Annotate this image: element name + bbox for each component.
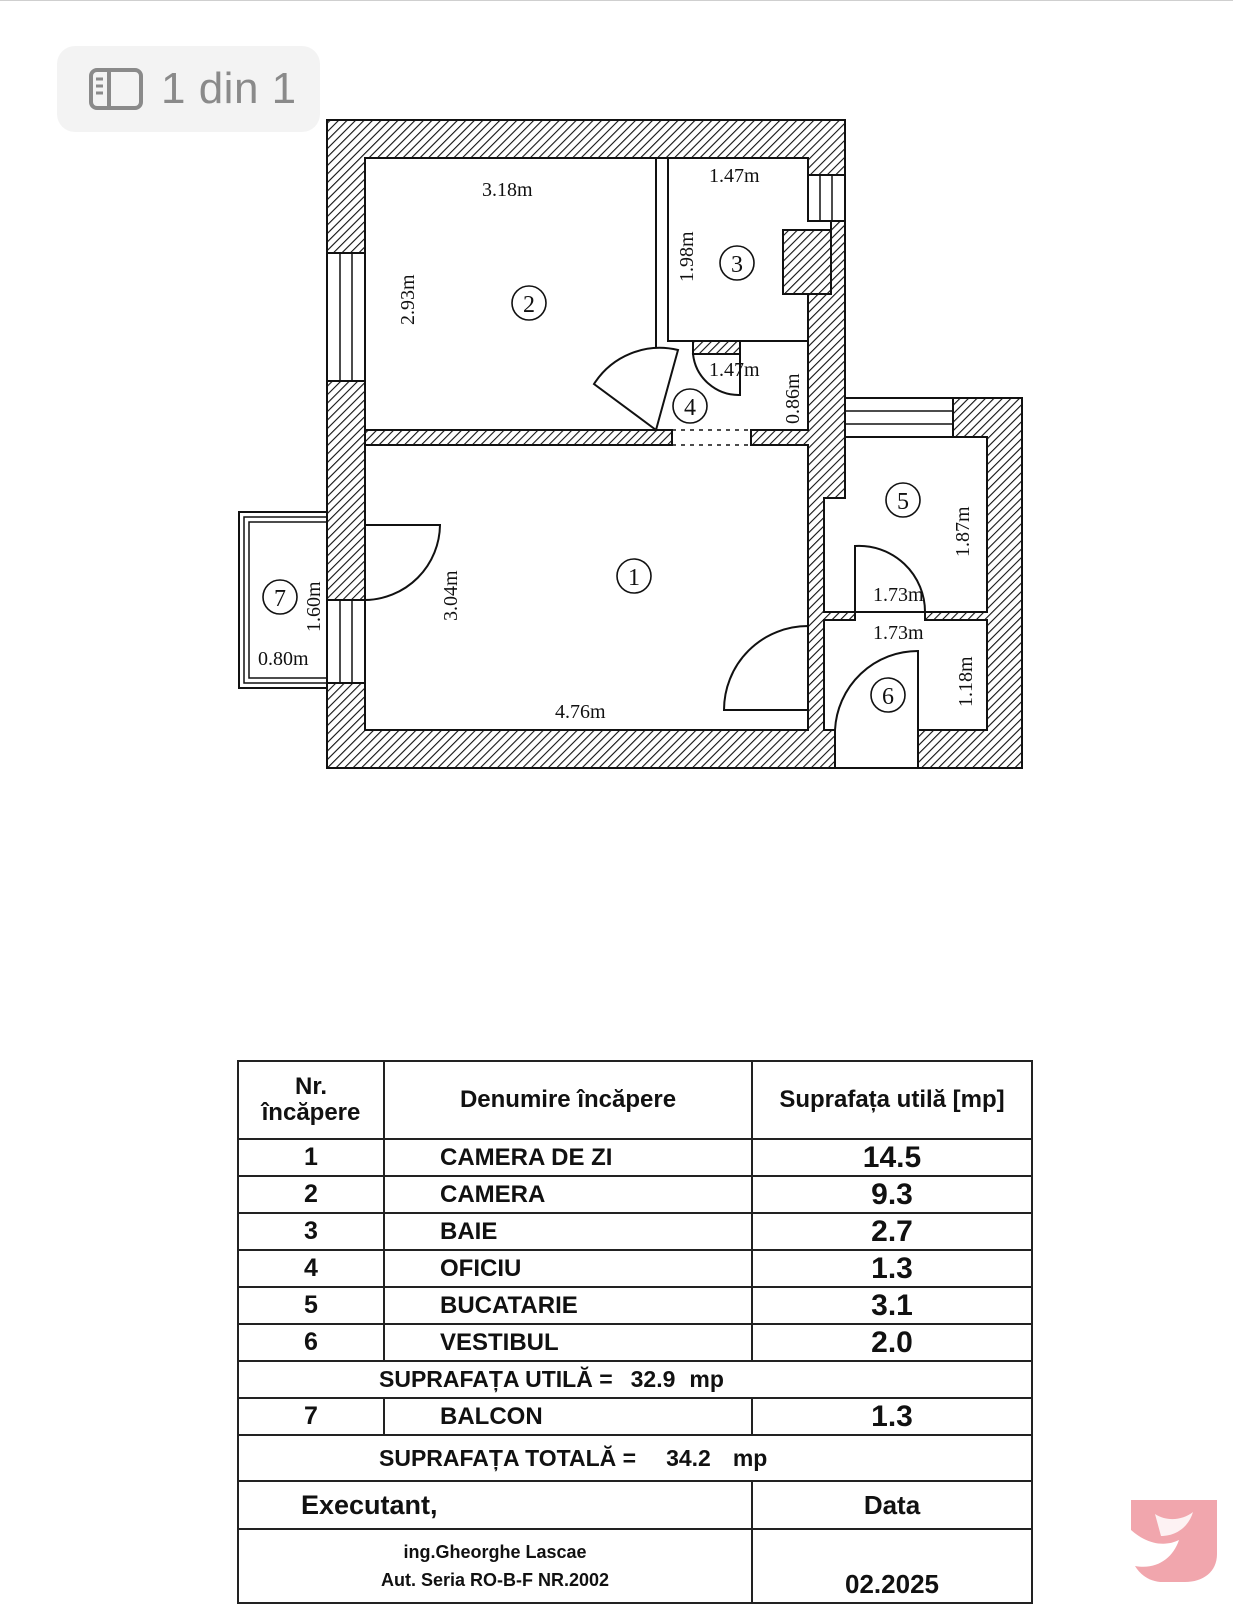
table-row: 5 BUCATARIE 3.1: [237, 1286, 1033, 1325]
room-number-6: 6: [882, 684, 894, 710]
page-indicator-label: 1 din 1: [161, 64, 297, 113]
useful-total-row: SUPRAFAȚA UTILĂ = 32.9 mp: [237, 1360, 1033, 1399]
page-indicator[interactable]: 1 din 1: [57, 46, 320, 132]
executant-label: Executant,: [237, 1480, 753, 1530]
grand-total-value: 34.2: [666, 1444, 711, 1471]
table-row-balcony: 7 BALCON 1.3: [237, 1397, 1033, 1436]
authorization-number: Aut. Seria RO-B-F NR.2002: [380, 1570, 610, 1590]
table-row: 1 CAMERA DE ZI 14.5: [237, 1138, 1033, 1177]
header-area: Suprafața utilă [mp]: [751, 1060, 1033, 1140]
grand-total-label: SUPRAFAȚA TOTALĂ =: [379, 1444, 637, 1471]
useful-total-value: 32.9: [630, 1366, 676, 1392]
engineer-name: ing.Gheorghe Lascae: [403, 1542, 587, 1562]
header-nr: Nr. încăpere: [237, 1060, 385, 1140]
dim-room4-height: 0.86m: [782, 373, 804, 424]
date-value: 02.2025: [751, 1528, 1033, 1604]
dim-room1-width: 4.76m: [555, 701, 606, 723]
header-name: Denumire încăpere: [383, 1060, 753, 1140]
windows: [326, 174, 954, 684]
room-number-7: 7: [274, 586, 286, 612]
room-numbers: 1 2 3 4 5 6 7: [274, 252, 909, 710]
useful-total-unit: mp: [689, 1366, 724, 1392]
dim-room5-width: 1.73m: [873, 584, 924, 606]
table-row: 3 BAIE 2.7: [237, 1212, 1033, 1251]
room-number-4: 4: [684, 395, 696, 421]
executant-row: Executant, Data: [237, 1480, 1033, 1530]
dim-room5-height: 1.87m: [952, 506, 974, 557]
dim-room2-height: 2.93m: [397, 274, 419, 325]
table-row: 2 CAMERA 9.3: [237, 1175, 1033, 1214]
sidebar-icon[interactable]: [89, 68, 143, 110]
dim-room7-height: 1.60m: [303, 581, 325, 632]
table-row: 4 OFICIU 1.3: [237, 1249, 1033, 1288]
dim-room3-height: 1.98m: [676, 231, 698, 282]
room-markers: [262, 245, 921, 713]
doors: [364, 346, 927, 769]
room-number-5: 5: [897, 489, 909, 515]
room-number-2: 2: [523, 292, 535, 318]
grand-total-unit: mp: [732, 1444, 768, 1471]
table-row: 6 VESTIBUL 2.0: [237, 1323, 1033, 1362]
grand-total-row: SUPRAFAȚA TOTALĂ = 34.2 mp: [237, 1434, 1033, 1482]
balcony-outline: [238, 511, 328, 689]
dim-room3-width: 1.47m: [709, 165, 760, 187]
dim-room6-width: 1.73m: [873, 622, 924, 644]
table-header: Nr. încăpere Denumire încăpere Suprafața…: [237, 1060, 1033, 1140]
useful-total-label: SUPRAFAȚA UTILĂ =: [379, 1366, 613, 1392]
dim-room4-width: 1.47m: [709, 359, 760, 381]
dim-room1-height: 3.04m: [440, 570, 462, 621]
dim-room2-width: 3.18m: [482, 179, 533, 201]
floor-plan: 1 2 3 4 5 6 7 3.18m 2.93m 1.47m 1.98m 1.…: [238, 119, 1023, 769]
dimension-labels: 3.18m 2.93m 1.47m 1.98m 1.47m 0.86m 3.04…: [258, 165, 977, 723]
room-number-3: 3: [731, 252, 743, 278]
areas-table: Nr. încăpere Denumire încăpere Suprafața…: [237, 1060, 1033, 1604]
dim-room6-height: 1.18m: [955, 656, 977, 707]
signature-row: ing.Gheorghe Lascae Aut. Seria RO-B-F NR…: [237, 1528, 1033, 1604]
date-label: Data: [751, 1480, 1033, 1530]
brand-logo-icon: [1131, 1500, 1217, 1582]
room-number-1: 1: [628, 565, 640, 591]
top-divider: [0, 0, 1233, 1]
dim-room7-width: 0.80m: [258, 648, 309, 670]
